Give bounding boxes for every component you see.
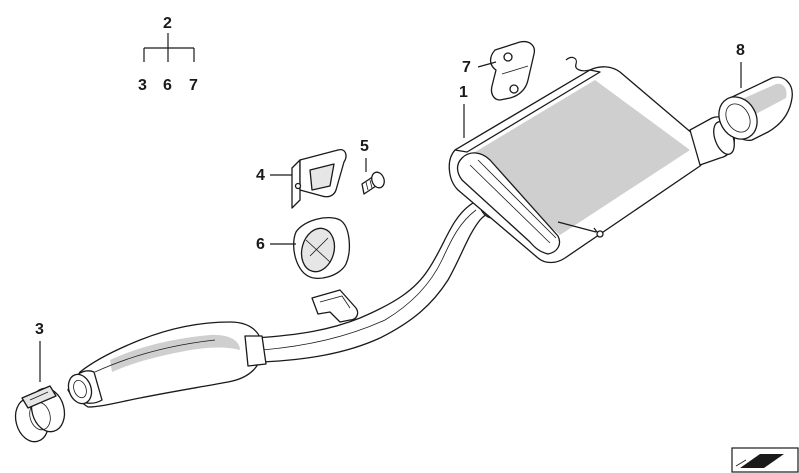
resonator-shade [110,334,240,372]
clamp-bolt [29,391,49,401]
pipe-clip-body [311,289,359,323]
exhaust-pipe [67,195,501,408]
side-hanger-tip [596,230,604,238]
leader-hanger [477,61,497,68]
pipe-clip [311,289,359,323]
clamp-bolt-block [21,385,57,409]
pipe-joint-sleeve [244,335,267,367]
callout-kit: 2 [163,15,172,32]
rubber-mount: 6 [256,217,351,279]
callout-clamp: 3 [35,321,44,338]
muffler-end-seam [469,159,557,244]
rear-muffler [448,56,736,264]
screw-thread [365,179,373,191]
tailpipe-trim: 8 [718,42,793,142]
hanger-hole-bottom [509,84,519,94]
callout-screw: 5 [360,138,369,155]
kit-bracket-lines [143,33,195,62]
callout-trim: 8 [736,42,745,59]
bracket-bolt-hole [294,182,302,190]
muffler-top-rim [454,69,601,153]
pipe-clip-fold [319,295,351,309]
screw: 5 [360,138,385,195]
muffler-end-cap [456,152,561,255]
bracket-clip [309,163,335,191]
connecting-pipe [254,199,501,363]
screw-head [371,171,385,189]
callout-kit-sub-c: 7 [189,77,198,94]
callout-group-muffler: 1 [459,84,468,138]
hanger-rib [501,65,529,75]
logo-tick [735,459,747,467]
trim-inner [725,103,751,133]
mounting-bracket: 4 [256,149,347,209]
rubber-hanger: 7 [462,40,536,101]
corner-logo [731,447,799,473]
callout-mount: 6 [256,236,265,253]
mount-spokes [305,237,331,263]
resonator-seam [94,339,216,373]
front-resonator [75,321,263,408]
front-inlet-opening [67,373,93,405]
callout-bracket: 4 [256,167,265,184]
callout-kit-sub-a: 3 [138,77,147,94]
pipe-clamp: 3 [14,321,66,443]
kit-breakdown: 2 3 6 7 [138,15,198,94]
muffler-hanger-pin [565,56,591,72]
callout-muffler: 1 [459,84,468,101]
front-inlet-inner [73,379,87,399]
trim-opening [718,96,758,140]
pipe-highlight [261,209,477,351]
hanger-hole-top [503,52,513,62]
callout-hanger: 7 [462,59,471,76]
callout-kit-sub-b: 6 [163,77,172,94]
logo-mark [740,454,784,468]
mount-ring-inner [300,227,336,273]
